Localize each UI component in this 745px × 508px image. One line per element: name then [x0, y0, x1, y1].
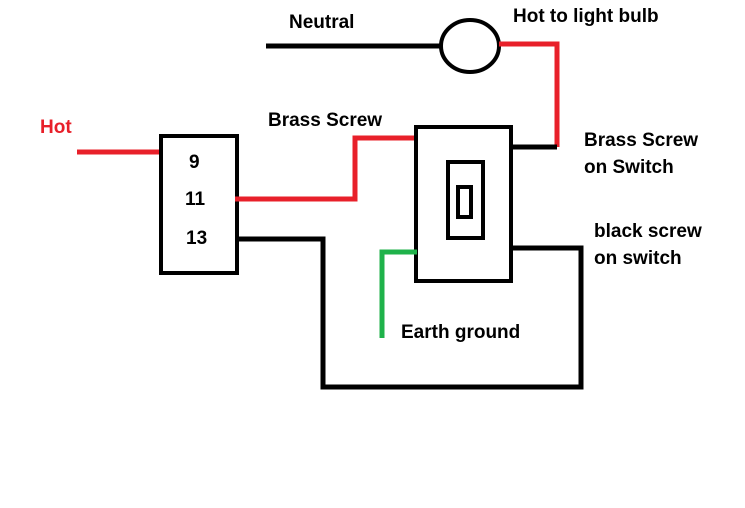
switch-toggle [456, 185, 473, 219]
brass-screw-switch-label-1: Brass Screw [584, 130, 698, 151]
brass-screw-switch-label-2: on Switch [584, 157, 674, 178]
ground-wire [379, 249, 417, 338]
black-screw-label-1: black screw [594, 221, 702, 242]
neutral-label: Neutral [289, 12, 354, 33]
terminal-11-label: 11 [185, 189, 206, 210]
terminal-9-label: 9 [189, 152, 200, 173]
brass-screw-label: Brass Screw [268, 110, 382, 131]
hot-to-bulb-label: Hot to light bulb [513, 6, 659, 27]
bulb-hot-wire [499, 41, 560, 147]
hot-label: Hot [40, 117, 72, 138]
light-bulb [439, 18, 501, 74]
return-wire [237, 236, 584, 390]
terminal-block [159, 134, 239, 275]
switch-plate [446, 160, 485, 240]
black-screw-label-2: on switch [594, 248, 682, 269]
earth-ground-label: Earth ground [401, 322, 520, 343]
terminal-11-hot-wire [235, 135, 417, 202]
terminal-13-label: 13 [186, 228, 207, 249]
